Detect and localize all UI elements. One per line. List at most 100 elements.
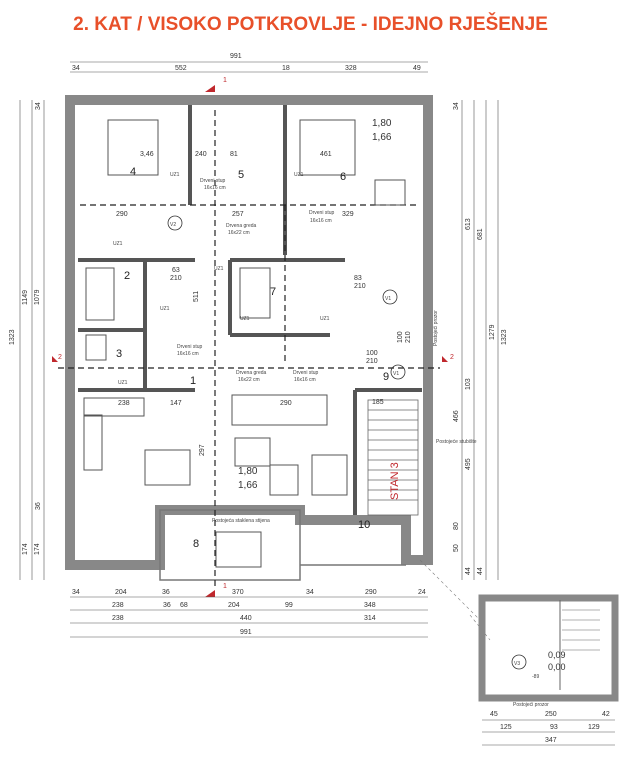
inset-dims-lines	[482, 719, 615, 746]
dim-bot-r3-2: 314	[364, 615, 376, 622]
dim-right-681: 681	[477, 228, 484, 240]
door-v2-label: V2	[170, 222, 176, 228]
dim-511: 511	[193, 291, 200, 302]
door-v1-b	[390, 364, 406, 380]
dim-210a: 210	[170, 275, 182, 282]
dim-bot-r2-2: 68	[180, 602, 188, 609]
stup-1-dim: 16x16 cm	[204, 185, 226, 191]
room-9-label: 9	[383, 371, 389, 383]
door-v3-label: V3	[514, 661, 520, 667]
dim-bot-r1-3: 370	[232, 589, 244, 596]
dim-bot-total: 991	[240, 629, 252, 636]
shower	[85, 334, 107, 361]
level-mid-1: 1,80	[238, 466, 258, 477]
section-mark-right: 2	[450, 354, 454, 361]
section-markers: 1 1 2 2	[52, 77, 454, 597]
dim-329: 329	[342, 211, 354, 218]
inset-dim-42: 42	[602, 711, 610, 718]
dim-right-466: 466	[453, 410, 460, 422]
dim-right-80: 80	[453, 522, 460, 530]
cabinet	[311, 454, 348, 496]
greda-2-dim: 16x22 cm	[238, 377, 260, 383]
area-room4: 3,46	[140, 151, 154, 158]
dim-right-495: 495	[465, 458, 472, 470]
inset-dim-93: 93	[550, 724, 558, 731]
dim-left-1323: 1323	[9, 329, 16, 345]
balcony-area	[159, 509, 301, 581]
level-inset-1: 0,09	[548, 650, 566, 660]
inset-inner-dim: -89	[532, 674, 539, 680]
dim-right-34: 34	[453, 102, 460, 110]
uz1-8: UZ1	[240, 316, 250, 322]
dim-top-seg3: 18	[282, 65, 290, 72]
uz1-2: UZ1	[294, 172, 304, 178]
dim-185: 185	[372, 399, 384, 406]
stan-label: STAN 3	[389, 462, 401, 500]
dim-bot-r1-1: 204	[115, 589, 127, 596]
inset-detail: V3 0,09 0,00 -89	[419, 559, 619, 702]
dim-bot-r1-2: 36	[162, 589, 170, 596]
door-v1-a-label: V1	[385, 296, 391, 302]
uz1-1: UZ1	[170, 172, 180, 178]
dim-right-44a: 44	[465, 567, 472, 575]
bathtub	[85, 267, 115, 321]
dim-top-seg2: 552	[175, 65, 187, 72]
dim-bot-r3-1: 440	[240, 615, 252, 622]
stup-2: Drveni stup	[309, 210, 335, 216]
stup-4-dim: 16x16 cm	[294, 377, 316, 383]
note-stijena: Postojeća staklena stijena	[212, 518, 270, 524]
dims-right-lines	[461, 100, 499, 580]
level-top-1: 1,80	[372, 118, 392, 129]
furniture	[83, 119, 406, 568]
door-v1-a	[382, 289, 398, 305]
greda-1-dim: 16x22 cm	[228, 230, 250, 236]
area-240: 240	[195, 151, 207, 158]
dims-left-lines	[19, 100, 45, 580]
stup-3: Drveni stup	[177, 344, 203, 350]
dim-top-seg5: 49	[413, 65, 421, 72]
coffee-table	[234, 437, 271, 467]
dim-210c: 210	[366, 358, 378, 365]
dim-bot-r2-3: 204	[228, 602, 240, 609]
room-6-label: 6	[340, 171, 346, 183]
uz1-6: UZ1	[118, 380, 128, 386]
area-room6: 461	[320, 151, 332, 158]
dim-left-34: 34	[35, 102, 42, 110]
section-mark-left: 2	[58, 354, 62, 361]
door-markers	[167, 215, 406, 380]
uz1-4: UZ1	[160, 306, 170, 312]
interior-walls	[78, 105, 422, 515]
dim-297: 297	[199, 444, 206, 456]
dim-right-613: 613	[465, 218, 472, 230]
dim-147: 147	[170, 400, 182, 407]
dim-100b: 100	[397, 331, 404, 343]
dim-210d: 210	[405, 331, 412, 343]
dim-right-50: 50	[453, 544, 460, 552]
dim-63: 63	[172, 267, 180, 274]
dim-left-1149: 1149	[22, 290, 29, 305]
dim-bot-r1-6: 24	[418, 589, 426, 596]
room-2-label: 2	[124, 270, 130, 282]
dims-top-lines	[70, 61, 428, 73]
dim-left-36: 36	[35, 502, 42, 510]
dim-bot-r1-0: 34	[72, 589, 80, 596]
dim-bot-r1-5: 290	[365, 589, 377, 596]
dim-290a: 290	[116, 211, 128, 218]
greda-2: Drvena greda	[236, 370, 267, 376]
note-stubiste: Postojeće stubište	[436, 439, 477, 445]
inset-dim-45: 45	[490, 711, 498, 718]
dim-100a: 100	[366, 350, 378, 357]
section-mark-top: 1	[223, 77, 227, 84]
stup-3-dim: 16x16 cm	[177, 351, 199, 357]
dim-bot-r2-0: 238	[112, 602, 124, 609]
room-7-label: 7	[270, 286, 276, 298]
room-4-label: 4	[130, 166, 136, 178]
kitchen-counter	[83, 397, 145, 417]
note-prozor-inset: Postojeći prozor	[513, 702, 549, 708]
room-3-label: 3	[116, 348, 122, 360]
dim-238: 238	[118, 400, 130, 407]
stairs	[367, 399, 419, 516]
stup-1: Drveni stup	[200, 178, 226, 184]
room-10-label: 10	[358, 519, 370, 531]
beam-lines	[58, 110, 440, 590]
